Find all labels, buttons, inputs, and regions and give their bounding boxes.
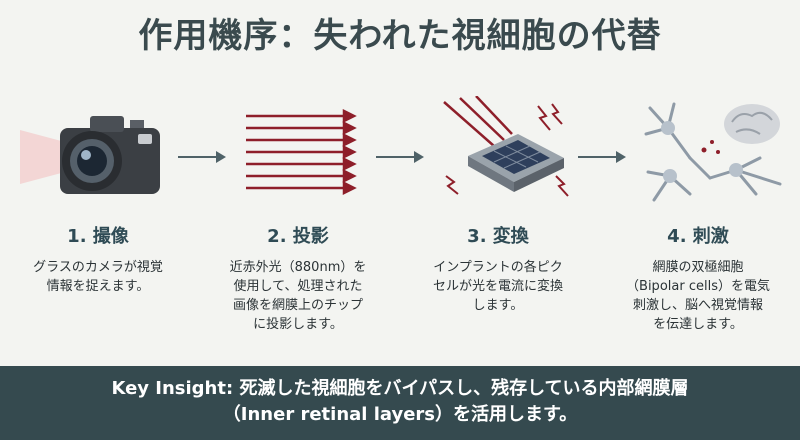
step-projection: 2. 投影 近赤外光（880nm）を使用して、処理された 画像を網膜上のチップに… [203, 222, 393, 334]
step-description: 近赤外光（880nm）を使用して、処理された 画像を網膜上のチップに投影します。 [229, 260, 367, 332]
step-title: 3. 変換 [467, 226, 529, 247]
implant-chip-icon [443, 96, 569, 197]
step-title: 4. 刺激 [667, 226, 729, 247]
key-insight-banner: Key Insight: 死滅した視細胞をバイパスし、残存している内部網膜層 （… [0, 366, 800, 440]
page-title: 作用機序：失われた視細胞の代替 [138, 16, 662, 56]
step-stimulation: 4. 刺激 網膜の双極細胞（Bipolar cells）を電気 刺激し、脳へ視覚… [603, 222, 793, 334]
step-description: インプラントの各ピクセルが光を電流に変換 します。 [432, 260, 563, 313]
step-description: 網膜の双極細胞（Bipolar cells）を電気 刺激し、脳へ視覚情報を伝達し… [626, 260, 770, 332]
step-capture: 1. 撮像 グラスのカメラが視覚情報を捉えます。 [3, 222, 193, 296]
neurons-brain-icon [644, 102, 782, 202]
arrow-right-icon [376, 151, 424, 163]
arrow-right-icon [578, 151, 626, 163]
step-title: 1. 撮像 [67, 226, 129, 247]
key-insight-line-1: Key Insight: 死滅した視細胞をバイパスし、残存している内部網膜層 [111, 378, 689, 399]
key-insight-line-2: （Inner retinal layers）を活用します。 [222, 404, 578, 425]
arrow-right-icon [178, 151, 226, 163]
step-title: 2. 投影 [267, 226, 329, 247]
infrared-light-rays-icon [246, 108, 357, 196]
step-conversion: 3. 変換 インプラントの各ピクセルが光を電流に変換 します。 [403, 222, 593, 315]
camera-icon [20, 116, 160, 194]
step-description: グラスのカメラが視覚情報を捉えます。 [33, 260, 163, 294]
